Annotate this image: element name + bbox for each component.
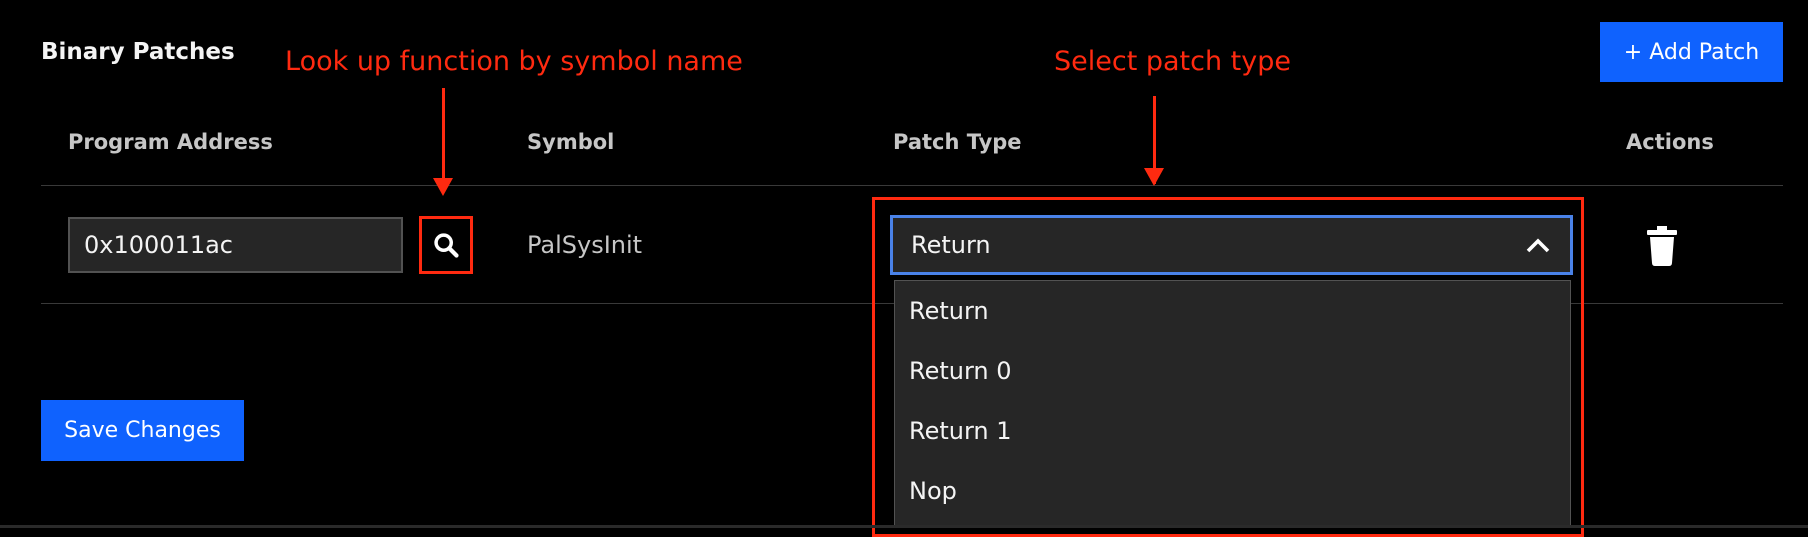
column-header-patch-type: Patch Type <box>893 130 1022 154</box>
bottom-border <box>0 525 1808 528</box>
symbol-cell: PalSysInit <box>527 231 643 259</box>
table-header-divider <box>41 185 1783 186</box>
column-header-program-address: Program Address <box>68 130 273 154</box>
menu-item-return-0[interactable]: Return 0 <box>909 357 1012 385</box>
patch-type-select[interactable]: Return <box>890 215 1573 275</box>
delete-patch-button[interactable] <box>1645 226 1679 266</box>
patch-type-menu: Return Return 0 Return 1 Nop <box>894 280 1571 528</box>
program-address-input[interactable] <box>68 217 403 273</box>
column-header-actions: Actions <box>1626 130 1714 154</box>
annotation-lookup: Look up function by symbol name <box>285 46 743 77</box>
add-patch-button[interactable]: + Add Patch <box>1600 22 1783 82</box>
column-header-symbol: Symbol <box>527 130 615 154</box>
section-title: Binary Patches <box>41 39 235 65</box>
menu-item-return-1[interactable]: Return 1 <box>909 417 1012 445</box>
symbol-lookup-button[interactable] <box>419 216 473 274</box>
annotation-select: Select patch type <box>1054 46 1292 77</box>
trash-icon <box>1647 226 1677 266</box>
save-changes-button[interactable]: Save Changes <box>41 400 244 461</box>
search-icon <box>434 233 459 258</box>
annotation-select-arrow-head <box>1144 168 1164 186</box>
annotation-select-arrow-line <box>1153 96 1156 184</box>
chevron-up-icon <box>1526 238 1550 253</box>
annotation-lookup-arrow-line <box>442 88 445 180</box>
menu-item-nop[interactable]: Nop <box>909 477 957 505</box>
annotation-lookup-arrow-head <box>433 178 453 196</box>
menu-item-return[interactable]: Return <box>909 297 989 325</box>
patch-type-selected-value: Return <box>911 231 991 259</box>
